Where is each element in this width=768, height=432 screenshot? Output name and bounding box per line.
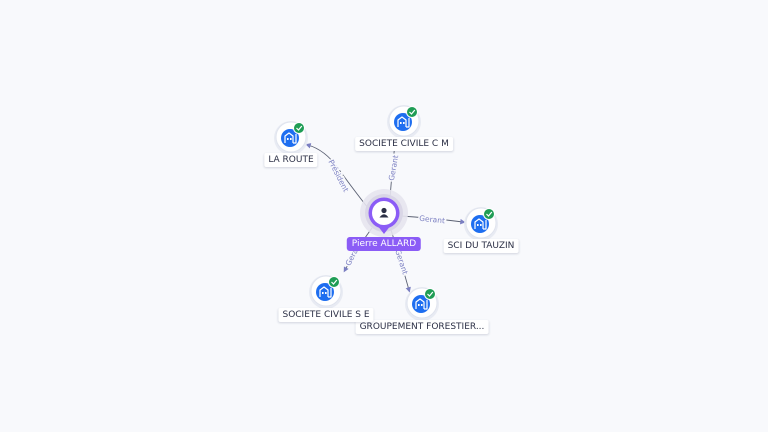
person-node[interactable] xyxy=(360,189,408,237)
edge-la-route xyxy=(305,143,369,209)
edge-role-label: Gerant xyxy=(419,214,446,226)
edge-role-label: Gerant xyxy=(393,248,410,275)
company-label-la-route[interactable]: LA ROUTE xyxy=(264,153,318,167)
building-icon xyxy=(316,283,334,301)
verified-check-icon xyxy=(406,106,418,118)
verified-check-icon xyxy=(424,288,436,300)
company-label-societe-civile-se[interactable]: SOCIETE CIVILE S E xyxy=(278,308,374,322)
edge-role-label: Président xyxy=(326,158,350,193)
company-node-la-route[interactable] xyxy=(274,121,308,155)
verified-check-icon xyxy=(293,122,305,134)
building-icon xyxy=(412,295,430,313)
person-icon xyxy=(379,207,389,218)
building-icon xyxy=(394,113,412,131)
company-node-groupement-forestier[interactable] xyxy=(405,287,439,321)
edge-role-label: Gerant xyxy=(387,154,400,181)
company-label-groupement-forestier[interactable]: GROUPEMENT FORESTIER... xyxy=(355,320,489,334)
person-name-label[interactable]: Pierre ALLARD xyxy=(346,237,422,251)
company-label-societe-civile-cm[interactable]: SOCIETE CIVILE C M xyxy=(355,137,453,151)
company-node-societe-civile-se[interactable] xyxy=(309,275,343,309)
verified-check-icon xyxy=(483,208,495,220)
company-node-sci-du-tauzin[interactable] xyxy=(464,207,498,241)
building-icon xyxy=(281,129,299,147)
company-node-societe-civile-cm[interactable] xyxy=(387,105,421,139)
verified-check-icon xyxy=(328,276,340,288)
building-icon xyxy=(471,215,489,233)
company-label-sci-du-tauzin[interactable]: SCI DU TAUZIN xyxy=(443,239,519,253)
